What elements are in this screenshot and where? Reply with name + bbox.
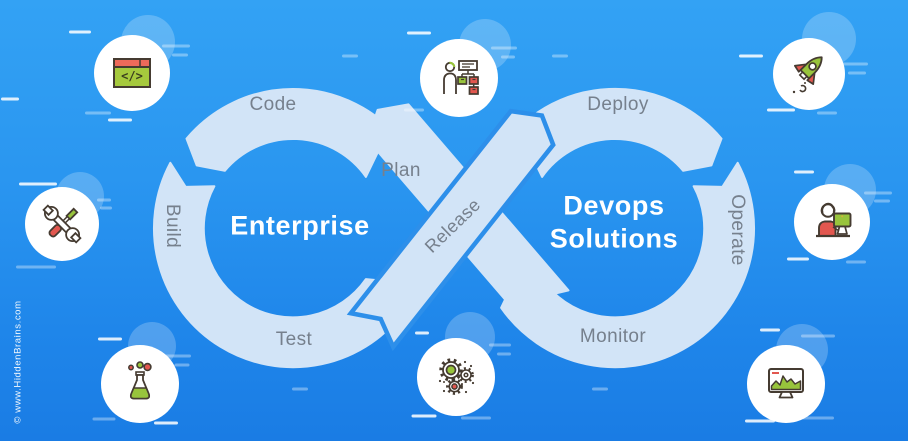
- stage-label-plan: Plan: [381, 160, 421, 181]
- speed-line: [817, 111, 837, 115]
- monitor-chart-icon: [768, 368, 804, 399]
- loop-band-code: [185, 88, 408, 178]
- code-editor-icon: </>: [113, 58, 151, 88]
- stage-label-test: Test: [275, 329, 313, 350]
- speed-line: [739, 54, 763, 58]
- speed-line: [172, 53, 188, 57]
- decor-dots: [438, 360, 475, 394]
- loop-band-operate-monitor: [500, 161, 756, 369]
- flask-icon: [128, 361, 152, 400]
- speed-line: [154, 421, 178, 425]
- svg-text:</>: </>: [121, 69, 143, 83]
- ribbon-release: [346, 108, 556, 352]
- speed-line: [19, 182, 57, 186]
- wrench: [42, 204, 82, 244]
- developer-at-computer-icon: [816, 202, 852, 238]
- speed-line: [794, 170, 814, 174]
- speed-line: [864, 191, 892, 195]
- speed-line: [846, 260, 866, 264]
- stage-label-deploy: Deploy: [587, 94, 649, 115]
- speed-line: [165, 354, 191, 358]
- speed-line: [552, 54, 568, 58]
- speed-line: [100, 206, 112, 210]
- speed-line: [98, 337, 122, 341]
- gears-icon: [438, 358, 475, 395]
- speed-line: [162, 44, 190, 48]
- speed-line: [415, 331, 429, 335]
- speed-line: [92, 417, 116, 421]
- speed-line: [489, 343, 511, 347]
- speed-line: [16, 265, 56, 269]
- speed-line: [461, 416, 491, 420]
- org-chart-person-icon: [443, 60, 479, 95]
- speed-line: [407, 31, 431, 35]
- speed-line: [497, 352, 511, 356]
- stage-label-build: Build: [162, 203, 183, 249]
- loop-band-deploy: [500, 87, 723, 178]
- speed-line: [108, 118, 132, 122]
- left-loop-title: Enterprise: [230, 210, 370, 241]
- speed-line: [501, 55, 515, 59]
- speed-line: [97, 198, 111, 202]
- speed-line: [801, 334, 835, 338]
- speed-line: [767, 108, 795, 112]
- speed-line: [491, 46, 517, 50]
- rocket-icon: [792, 56, 823, 94]
- speed-line: [745, 419, 775, 423]
- right-loop-title-line1: Devops: [563, 190, 665, 221]
- tools-icon: [42, 204, 82, 244]
- speed-line: [85, 111, 111, 115]
- speed-line: [802, 416, 834, 420]
- stage-label-monitor: Monitor: [579, 326, 647, 347]
- speed-line: [760, 328, 780, 332]
- stage-label-code: Code: [249, 94, 297, 115]
- speed-line: [838, 62, 868, 66]
- speed-line: [592, 387, 608, 391]
- watermark: © www.HiddenBrains.com: [12, 300, 24, 424]
- speed-line: [404, 108, 424, 112]
- speed-line: [848, 71, 866, 75]
- speed-line: [411, 414, 437, 418]
- speed-line: [874, 199, 890, 203]
- speed-line: [174, 363, 190, 367]
- speed-line: [69, 30, 91, 34]
- stage-label-operate: Operate: [727, 194, 748, 266]
- speed-line: [292, 387, 308, 391]
- speed-line: [1, 97, 19, 101]
- speed-line: [787, 257, 809, 261]
- right-loop-title-line2: Solutions: [549, 223, 679, 254]
- speed-line: [342, 54, 358, 58]
